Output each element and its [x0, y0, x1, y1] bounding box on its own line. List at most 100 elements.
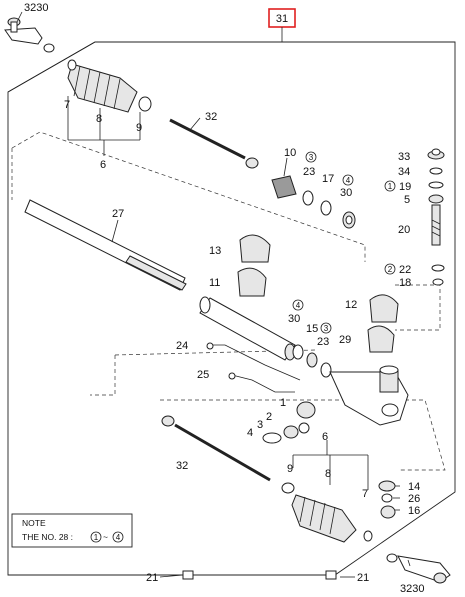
- bushing-29: [367, 325, 395, 353]
- bearing-5: [428, 194, 444, 204]
- bushing-11: [237, 267, 267, 297]
- bracket-21-right: [325, 570, 337, 580]
- circled-4-mid: 4: [296, 301, 301, 310]
- dashed-guides: [11, 131, 446, 471]
- leaders-bottom-right: [159, 440, 411, 578]
- seal-30-top: [342, 211, 356, 229]
- label-21-left: 21: [146, 572, 158, 584]
- circled-4-top: 4: [346, 176, 351, 185]
- label-11: 11: [209, 277, 220, 289]
- title-box: 31: [268, 8, 296, 42]
- note-to: 4: [116, 533, 121, 542]
- plug-3: [283, 425, 299, 439]
- label-18: 18: [399, 277, 411, 289]
- label-17: 17: [322, 173, 334, 185]
- ring-19: [428, 181, 444, 189]
- boot-top: [67, 59, 152, 113]
- label-34: 34: [398, 166, 410, 178]
- label-20: 20: [398, 224, 410, 236]
- label-30-mid: 30: [288, 313, 300, 325]
- label-26: 26: [408, 493, 420, 505]
- label-1: 1: [280, 397, 286, 409]
- circled-refs: 3 4 1 2 4 3: [292, 151, 396, 334]
- label-24: 24: [176, 340, 188, 352]
- label-2: 2: [266, 411, 272, 423]
- circled-1: 1: [388, 182, 393, 191]
- tie-rod-end-top: [4, 11, 43, 45]
- cap-33: [427, 148, 445, 160]
- label-6-right: 6: [322, 431, 328, 443]
- label-9-right: 9: [287, 463, 293, 475]
- label-23-mid: 23: [317, 336, 329, 348]
- washer-18: [432, 278, 444, 286]
- pipe-25: [228, 372, 295, 393]
- circled-3-mid: 3: [324, 324, 329, 333]
- label-19: 19: [399, 181, 411, 193]
- nut-4: [262, 432, 282, 444]
- inner-tie-rod-top: [169, 117, 259, 169]
- part-labels: 3230 7 8 9 6 32 10 23 17 30 33 34 19 5 2…: [24, 2, 424, 595]
- label-3: 3: [257, 419, 263, 431]
- label-21-right: 21: [357, 572, 369, 584]
- nut-top: [43, 43, 55, 53]
- label-3230-top: 3230: [24, 2, 48, 14]
- label-9-left: 9: [136, 122, 142, 134]
- note-box: NOTE THE NO. 28 : 1 ~ 4: [11, 513, 133, 548]
- label-33: 33: [398, 151, 410, 163]
- circled-2: 2: [388, 265, 393, 274]
- label-7-right: 7: [362, 488, 368, 500]
- label-32-bottom: 32: [176, 460, 188, 472]
- clamp-13: [239, 234, 271, 263]
- note-sep: ~: [103, 532, 108, 542]
- label-16: 16: [408, 505, 420, 517]
- gear-body: [329, 365, 409, 426]
- seal-30-mid: [292, 344, 304, 360]
- label-10: 10: [284, 147, 296, 159]
- clamp-12: [369, 294, 399, 323]
- note-title: NOTE: [22, 518, 46, 528]
- label-3230-bottom: 3230: [400, 583, 424, 595]
- ring-22: [431, 264, 445, 272]
- seal-23-mid: [320, 362, 332, 378]
- label-13: 13: [209, 245, 221, 257]
- pinion-20: [431, 204, 441, 246]
- label-8-right: 8: [325, 468, 331, 480]
- label-4: 4: [247, 427, 253, 439]
- label-8-left: 8: [96, 113, 102, 125]
- bushing-10: [271, 157, 297, 199]
- seal-15: [306, 352, 318, 368]
- yoke-1: [296, 401, 316, 419]
- label-6-left: 6: [100, 159, 106, 171]
- ring-17: [320, 200, 332, 216]
- note-prefix: THE NO. 28 :: [22, 532, 73, 542]
- circled-3-top: 3: [309, 153, 314, 162]
- label-23-top: 23: [303, 166, 315, 178]
- note-from: 1: [94, 533, 99, 542]
- label-7-left: 7: [64, 99, 70, 111]
- title-box-label: 31: [276, 13, 288, 25]
- tie-rod-end-bottom: [386, 553, 451, 584]
- mount-14: [378, 480, 396, 492]
- label-12: 12: [345, 299, 357, 311]
- label-29: 29: [339, 334, 351, 346]
- leaders-top-left: [67, 96, 141, 156]
- bracket-21-left: [182, 570, 194, 580]
- label-27: 27: [112, 208, 124, 220]
- label-30-top: 30: [340, 187, 352, 199]
- bushing-16: [380, 505, 396, 519]
- boot-bottom: [281, 482, 373, 543]
- label-14: 14: [408, 481, 420, 493]
- inner-tie-rod-bottom: [161, 415, 271, 482]
- rack-bar: [24, 199, 187, 291]
- spring-2: [298, 422, 310, 434]
- label-25: 25: [197, 369, 209, 381]
- label-32-top: 32: [205, 111, 217, 123]
- label-22: 22: [399, 264, 411, 276]
- nut-34: [429, 167, 443, 175]
- seal-23-top: [302, 190, 314, 206]
- nut-26: [381, 493, 393, 503]
- label-15: 15: [306, 323, 318, 335]
- label-5: 5: [404, 194, 410, 206]
- pipe-24: [206, 342, 301, 381]
